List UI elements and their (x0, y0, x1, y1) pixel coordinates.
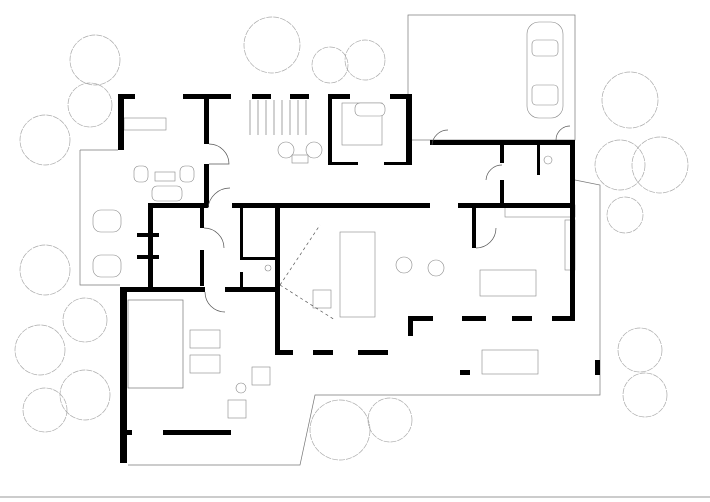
toilet-icon (264, 264, 272, 272)
toilet-icon (543, 155, 553, 165)
tree-icon (67, 82, 113, 128)
tree-icon (59, 369, 111, 421)
tree-icon (606, 196, 644, 234)
tree-icon (311, 46, 349, 84)
armchair-icon (251, 366, 271, 386)
coffee-table-icon (312, 289, 332, 309)
car-icon (526, 21, 564, 119)
tree-icon (19, 244, 71, 296)
tree-icon (617, 327, 663, 373)
tree-icon (367, 397, 413, 443)
armchair-icon (277, 141, 295, 159)
sofa-icon (339, 231, 376, 318)
staircase-icon (249, 100, 307, 135)
armchair-icon (189, 354, 221, 374)
armchair-icon (179, 165, 195, 183)
tree-icon (22, 387, 68, 433)
armchair-icon (305, 141, 323, 159)
coffee-table-icon (154, 171, 176, 182)
sofa-icon (151, 185, 183, 202)
tree-icon (19, 114, 71, 166)
armchair-icon (133, 165, 149, 183)
sun-lounger-icon (92, 209, 122, 233)
tree-icon (69, 34, 121, 86)
tree-icon (309, 399, 371, 461)
armchair-icon (427, 259, 445, 277)
pillow-icon (354, 102, 386, 117)
tree-icon (243, 16, 301, 74)
side-table-icon (291, 154, 309, 164)
furniture (92, 102, 576, 419)
doors (203, 125, 571, 313)
dining-table-icon (479, 269, 539, 375)
armchair-icon (395, 256, 413, 274)
armchair-icon (227, 399, 247, 419)
tree-icon (622, 372, 668, 418)
sun-lounger-icon (92, 254, 122, 278)
tree-icon (594, 139, 646, 191)
tree-icon (601, 71, 659, 129)
tree-icon (631, 136, 689, 194)
walls (118, 94, 600, 463)
tree-icon (62, 297, 108, 343)
armchair-icon (189, 329, 221, 349)
desk-icon (123, 117, 167, 131)
tree-icon (14, 324, 66, 376)
trees (14, 16, 689, 461)
tree-icon (344, 39, 386, 81)
side-table-icon (235, 382, 247, 394)
